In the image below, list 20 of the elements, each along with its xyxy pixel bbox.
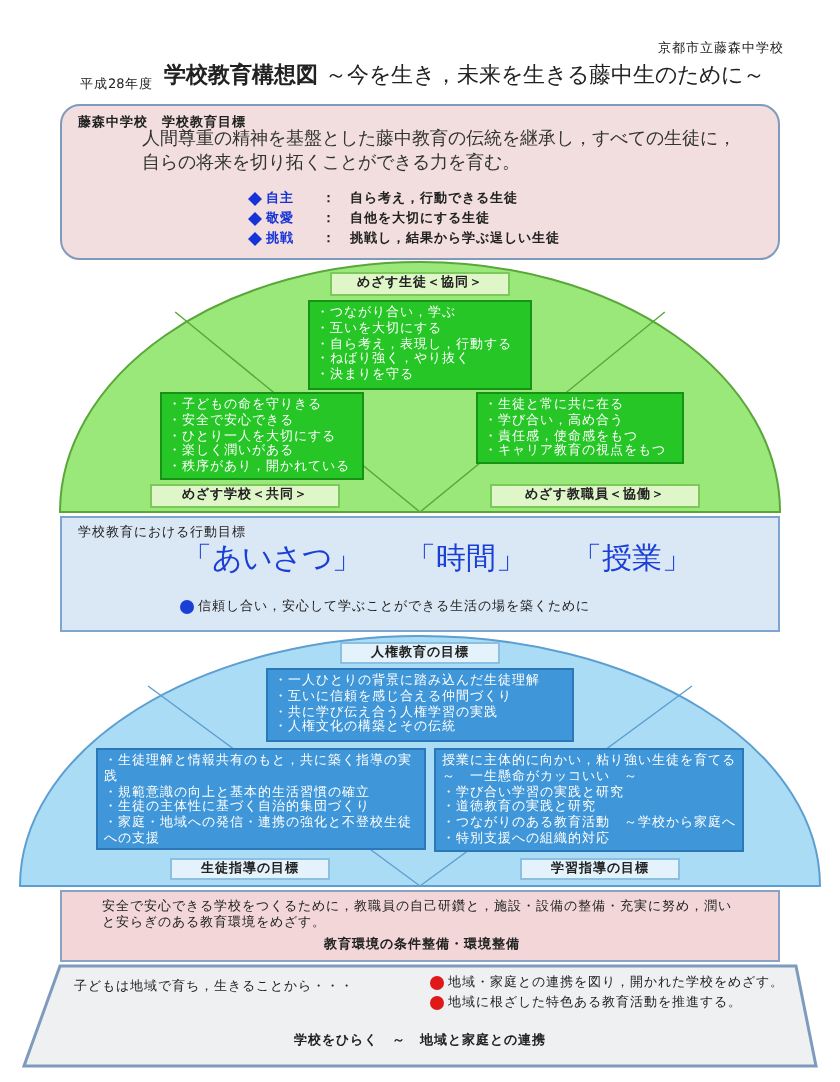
goal-panel [60,104,780,260]
list-panel [266,668,574,742]
section-heading [490,484,700,508]
action-goal-band [60,516,780,632]
list-panel [96,748,426,850]
section-heading [330,272,510,296]
section-heading [170,858,330,880]
action-goal: 「時間」 [406,540,528,579]
list-panel [476,392,684,464]
action-goal: 「授業」 [572,540,694,579]
list-panel [160,392,364,480]
page-title: 学校教育構想図 ～今を生き，未来を生きる藤中生のために～ [164,60,765,90]
list-panel [308,300,532,390]
action-goal: 「あいさつ」 [182,540,364,579]
section-heading [340,642,500,664]
list-panel [434,748,744,852]
environment-band [60,890,780,962]
section-heading [520,858,680,880]
goal-statement: 人間尊重の精神を基盤とした藤中教育の伝統を継承し，すべての生徒に，自らの将来を切り拓くことができる力を育む。 [142,130,738,177]
section-heading [150,484,340,508]
